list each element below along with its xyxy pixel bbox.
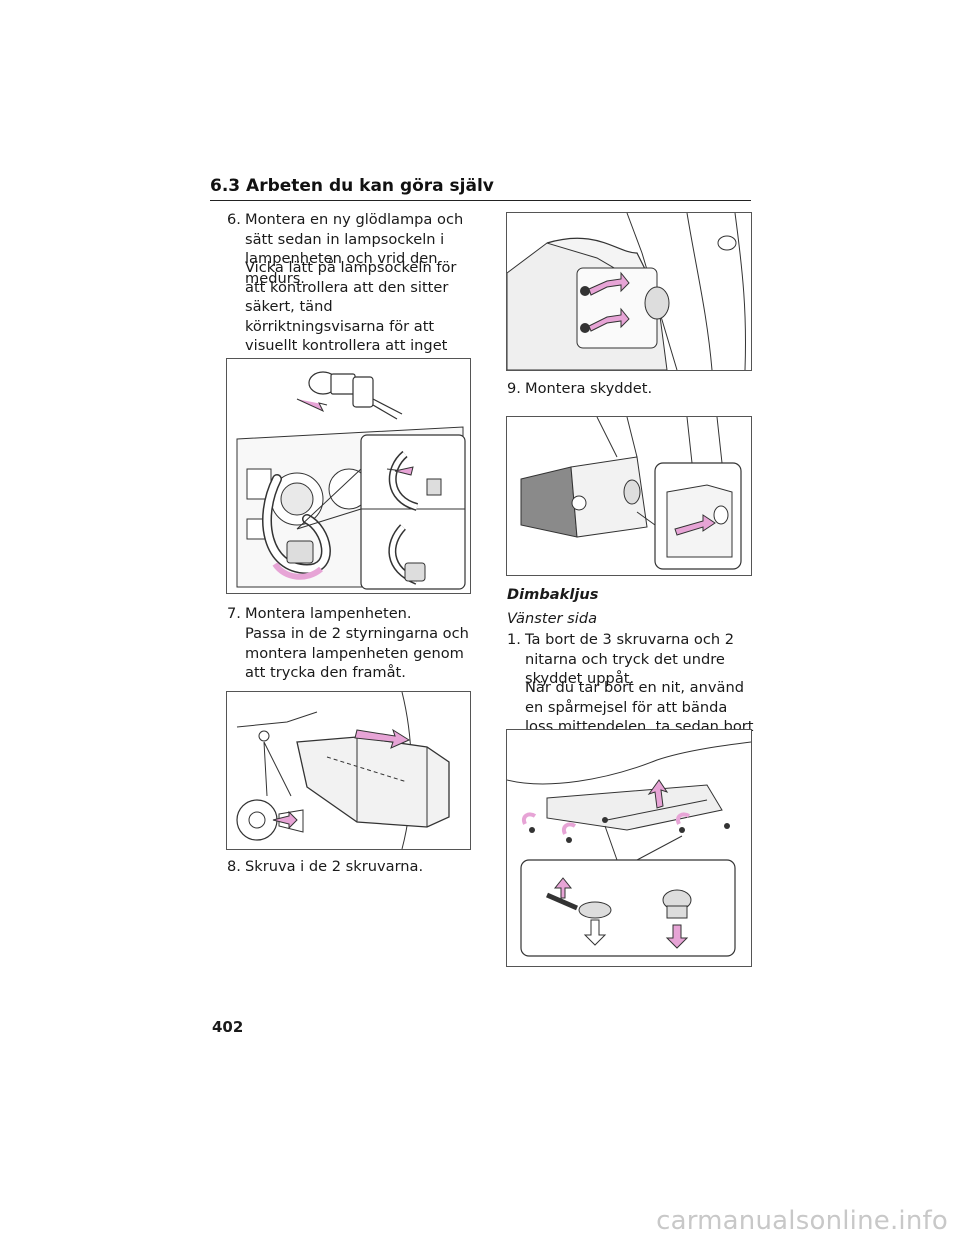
step-number: 7. <box>227 605 241 622</box>
section-header: 6.3 Arbeten du kan göra själv <box>210 176 751 201</box>
step-text: Montera skyddet. <box>525 380 653 397</box>
watermark: carmanualsonline.info <box>656 1206 948 1236</box>
step-number: 1. <box>507 631 521 648</box>
section-title: Dimbakljus <box>507 586 599 603</box>
step-number: 6. <box>227 211 241 228</box>
figure-bulb-install <box>226 358 471 594</box>
step-text: Montera en ny glödlampa och sätt sedan i… <box>245 211 464 287</box>
section-subtitle: Vänster sida <box>507 610 598 627</box>
step-number: 9. <box>507 380 521 397</box>
step-number: 8. <box>227 858 241 875</box>
step-note: Passa in de 2 styrningarna och montera l… <box>245 625 469 681</box>
figure-lamp-unit <box>226 691 471 850</box>
step-text: Montera lampenheten. <box>245 605 412 622</box>
figure-under-cover <box>506 729 752 967</box>
step-text: Ta bort de 3 skruvarna och 2 nitarna och… <box>525 631 735 687</box>
page-number: 402 <box>212 1018 244 1036</box>
figure-screws <box>506 212 752 371</box>
step-text: Skruva i de 2 skruvarna. <box>245 858 424 875</box>
figure-protector <box>506 416 752 576</box>
